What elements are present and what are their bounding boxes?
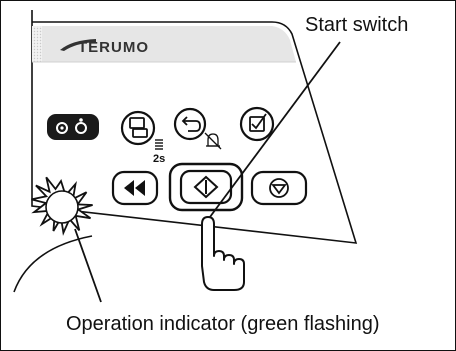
device-panel-top-band (32, 26, 296, 62)
display-button-sublabel: 2s (153, 153, 165, 165)
start-switch-callout: Start switch (305, 14, 409, 36)
eyes-button[interactable] (47, 114, 99, 140)
start-switch-leader-line (203, 41, 341, 226)
rewind-button[interactable] (111, 170, 159, 206)
display-icon (129, 117, 148, 138)
operation-indicator-flash-icon (31, 176, 93, 236)
return-silence-button[interactable] (173, 107, 207, 141)
lines-icon (155, 139, 163, 150)
pointing-hand-icon (201, 216, 245, 291)
display-button[interactable] (120, 110, 156, 146)
operation-indicator-leader-line (74, 228, 102, 303)
double-left-icon (124, 180, 145, 196)
device-panel-dot-texture (32, 26, 42, 62)
return-icon (181, 116, 201, 132)
eyes-icon (56, 118, 87, 134)
terumo-logo-swoosh (60, 39, 96, 51)
operation-indicator-callout: Operation indicator (green flashing) (66, 313, 380, 335)
stop-button[interactable] (250, 170, 308, 206)
start-icon (193, 175, 219, 199)
terumo-logo: TERUMO (78, 39, 149, 56)
confirm-button[interactable] (239, 106, 275, 142)
checkbox-icon (249, 113, 267, 132)
device-panel-outline (31, 10, 358, 244)
alarm-silence-icon (204, 132, 222, 150)
stop-icon (269, 178, 289, 198)
